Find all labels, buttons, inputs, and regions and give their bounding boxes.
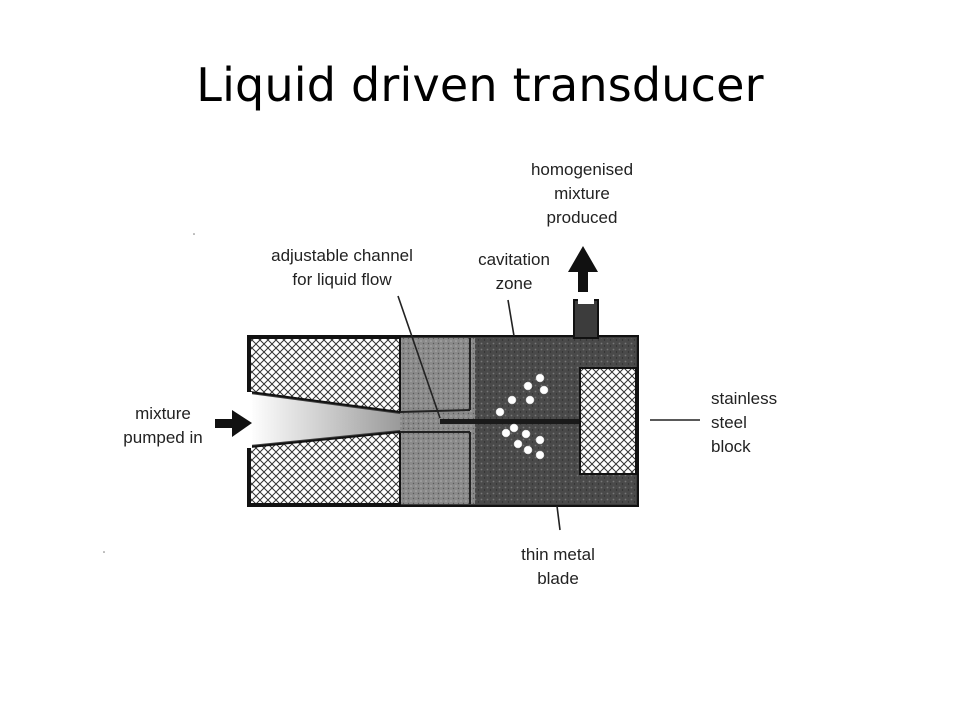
cavitation-bubbles: [495, 373, 549, 460]
leader-lines: [397, 295, 700, 531]
outlet-arrow: [568, 246, 598, 292]
lower-nozzle-block: [249, 430, 401, 505]
cavitation-label: cavitation zone: [478, 250, 550, 293]
input-label: mixture pumped in: [123, 404, 203, 447]
channel-walls: [399, 338, 471, 504]
inlet-jet: [250, 394, 400, 445]
thin-metal-blade: [440, 419, 600, 424]
outlet-pipe: [573, 298, 599, 339]
block-label: stainless steel block: [711, 389, 778, 456]
blade-label: thin metal blade: [521, 545, 595, 588]
channel-label: adjustable channel for liquid flow: [271, 246, 413, 289]
output-label: homogenised mixture produced: [530, 160, 634, 227]
slide-title: Liquid driven transducer: [196, 58, 764, 112]
stainless-steel-block: [579, 367, 637, 475]
inlet-arrow: [215, 410, 252, 437]
